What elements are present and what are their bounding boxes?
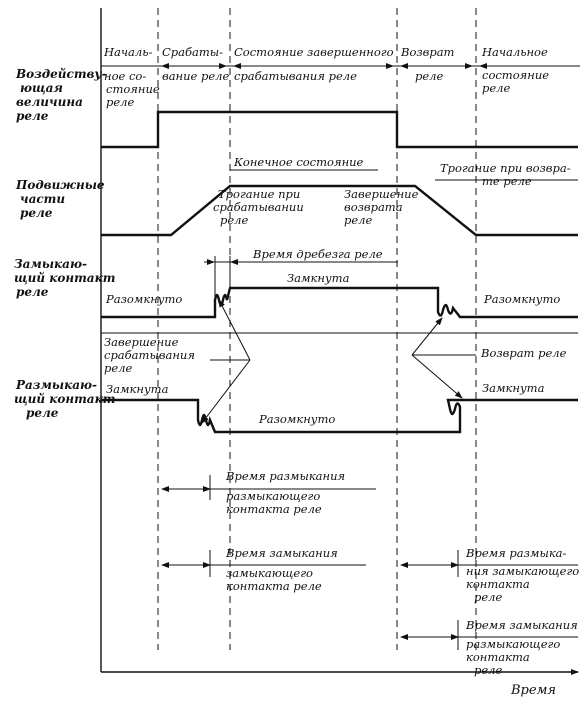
moving-parts-waveform	[101, 184, 578, 237]
make-closed-label: Замкнута	[287, 271, 350, 285]
pointer-make-open	[411, 317, 443, 356]
row-input-label: Воздейству- ющая величина реле	[15, 67, 111, 123]
timing-1-label: Время размыкания размыкающего контакта р…	[225, 469, 349, 516]
row-break-contact-label: Размыкаю- щий контакт реле	[14, 378, 120, 420]
start-operate-label: Трогание при срабатывании реле	[213, 187, 307, 227]
row-make-contact-label: Замыкаю- щий контакт реле	[14, 257, 120, 299]
make-open-left-label: Разомкнуто	[105, 292, 182, 306]
phase-5-label: Начальное состояние реле	[481, 45, 553, 95]
end-return-label: Завершение возврата реле	[344, 187, 422, 227]
input-waveform	[101, 110, 578, 149]
timing-3-label: Время размыка- ния замыкающего контакта …	[465, 546, 583, 604]
pointer-break-close	[411, 354, 463, 399]
make-open-right-label: Разомкнуто	[483, 292, 560, 306]
release-label: Возврат реле	[480, 346, 567, 360]
operate-done-label: Завершение срабатывания реле	[104, 335, 199, 375]
break-open-label: Разомкнуто	[258, 412, 335, 426]
phase-2-label: Срабаты- вание реле	[162, 45, 229, 83]
pointer-make-close	[218, 299, 251, 361]
break-contact-waveform	[101, 398, 578, 434]
pointer-break-open	[201, 359, 251, 424]
phase-3-label: Состояние завершенного срабатывания реле	[234, 45, 397, 83]
phase-4-label: Возврат реле	[400, 45, 458, 83]
break-closed-right-label: Замкнута	[482, 381, 545, 395]
break-closed-left-label: Замкнута	[106, 382, 169, 396]
phase-1-label: Началь- ное со- стояние реле	[103, 45, 163, 109]
row-moving-label: Подвижные части реле	[15, 178, 109, 220]
timing-4-label: Время замыкания размыкающего контакта ре…	[465, 618, 581, 677]
start-return-label: Трогание при возвра- те реле	[440, 161, 574, 188]
bounce-time-label: Время дребезга реле	[252, 247, 383, 261]
time-axis-label: Время	[510, 683, 556, 698]
final-state-label: Конечное состояние	[233, 155, 364, 169]
timing-2-label: Время замыкания замыкающего контакта рел…	[225, 546, 341, 593]
